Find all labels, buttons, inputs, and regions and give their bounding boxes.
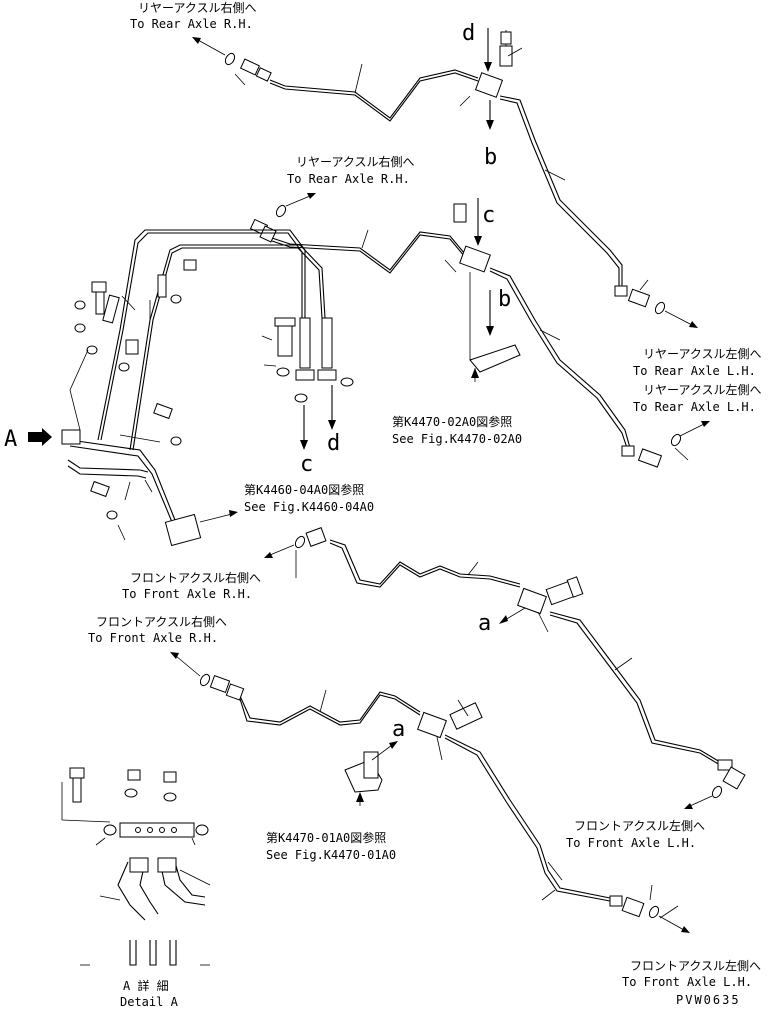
front-rh-1-label-jp: フロントアクスル右側へ: [130, 570, 261, 585]
marker-a-left: a: [392, 717, 405, 742]
view-a-arrow: [28, 428, 52, 446]
fig-4470-02-ref-en: See Fig.K4470-02A0: [392, 432, 522, 446]
rear-lh-2-label-jp: リヤーアクスル左側へ: [643, 382, 762, 397]
detail-a-title-jp: A 詳 細: [123, 978, 169, 993]
marker-b-mid: b: [498, 287, 511, 312]
rear-rh-top-label-en: To Rear Axle R.H.: [130, 17, 253, 31]
rear-rh-top-label-jp: リヤーアクスル右側へ: [138, 0, 257, 15]
rear-lh-1-label-en: To Rear Axle L.H.: [633, 364, 756, 378]
marker-d-left: d: [327, 431, 340, 456]
marker-a-right: a: [478, 611, 491, 636]
rear-rh-mid-label-jp: リヤーアクスル右側へ: [296, 154, 415, 169]
marker-b-top: b: [484, 145, 497, 170]
front-lh-1-label-jp: フロントアクスル左側へ: [574, 818, 705, 833]
fig-4460-04-ref-en: See Fig.K4460-04A0: [244, 500, 374, 514]
fig-4470-02-ref-jp: 第K4470-02A0図参照: [392, 414, 512, 429]
rear-lh-1-label-jp: リヤーアクスル左側へ: [643, 346, 762, 361]
left-valve-pipe-assembly: [61, 229, 354, 547]
front-lh-2-label-en: To Front Axle L.H.: [622, 975, 752, 989]
marker-d-top: d: [462, 21, 475, 46]
front-rh-2-label-en: To Front Axle R.H.: [88, 631, 218, 645]
marker-c-left: c: [300, 452, 313, 477]
fig-4470-01-ref-en: See Fig.K4470-01A0: [266, 848, 396, 862]
front-lh-2-label-jp: フロントアクスル左側へ: [630, 958, 761, 973]
detail-a-title-en: Detail A: [120, 995, 179, 1009]
front-rh-2-label-jp: フロントアクスル右側へ: [96, 614, 227, 629]
marker-view-a: A: [4, 427, 17, 452]
rear-rh-mid-label-en: To Rear Axle R.H.: [287, 172, 410, 186]
rear-lh-2-label-en: To Rear Axle L.H.: [633, 400, 756, 414]
rear-top-pipe-assembly: [192, 28, 698, 328]
front-lh-1-label-en: To Front Axle L.H.: [566, 836, 696, 850]
front-upper-pipe-assembly: [264, 527, 746, 809]
drawing-code: PVW0635: [676, 993, 741, 1007]
front-rh-1-label-en: To Front Axle R.H.: [122, 587, 252, 601]
fig-4460-04-ref-jp: 第K4460-04A0図参照: [244, 482, 364, 497]
fig-4470-01-ref-jp: 第K4470-01A0図参照: [266, 830, 386, 845]
detail-a-illustration: [61, 767, 211, 966]
marker-c-mid: c: [482, 203, 495, 228]
front-lower-pipe-assembly: [170, 652, 690, 933]
